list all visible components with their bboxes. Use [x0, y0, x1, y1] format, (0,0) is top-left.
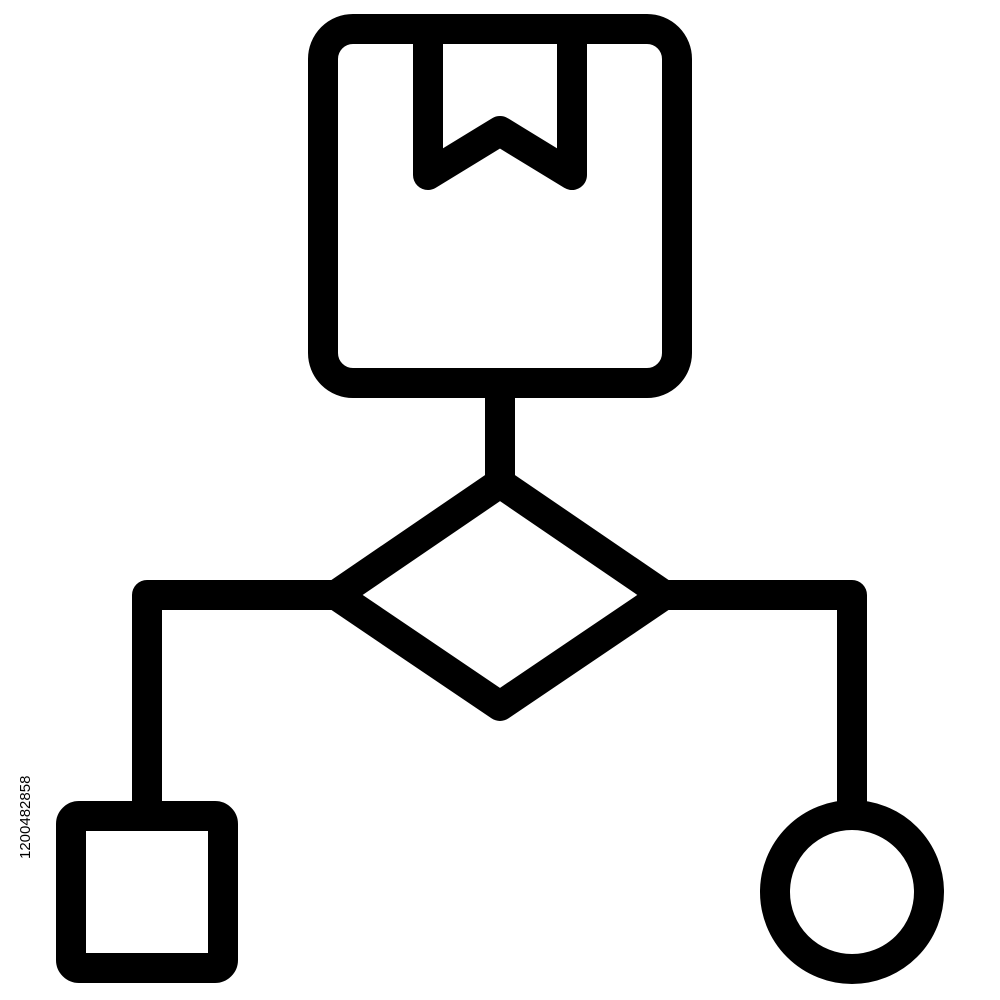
- package-tape-shape: [413, 21, 587, 190]
- decision-diamond-shape: [321, 468, 679, 721]
- package-box-shape: [308, 14, 692, 398]
- terminal-circle-shape: [760, 800, 944, 984]
- connector-right-branch: [649, 580, 867, 827]
- terminal-square-shape: [56, 801, 238, 983]
- stock-id-watermark: 1200482858: [17, 775, 34, 859]
- connector-left-branch: [132, 580, 351, 827]
